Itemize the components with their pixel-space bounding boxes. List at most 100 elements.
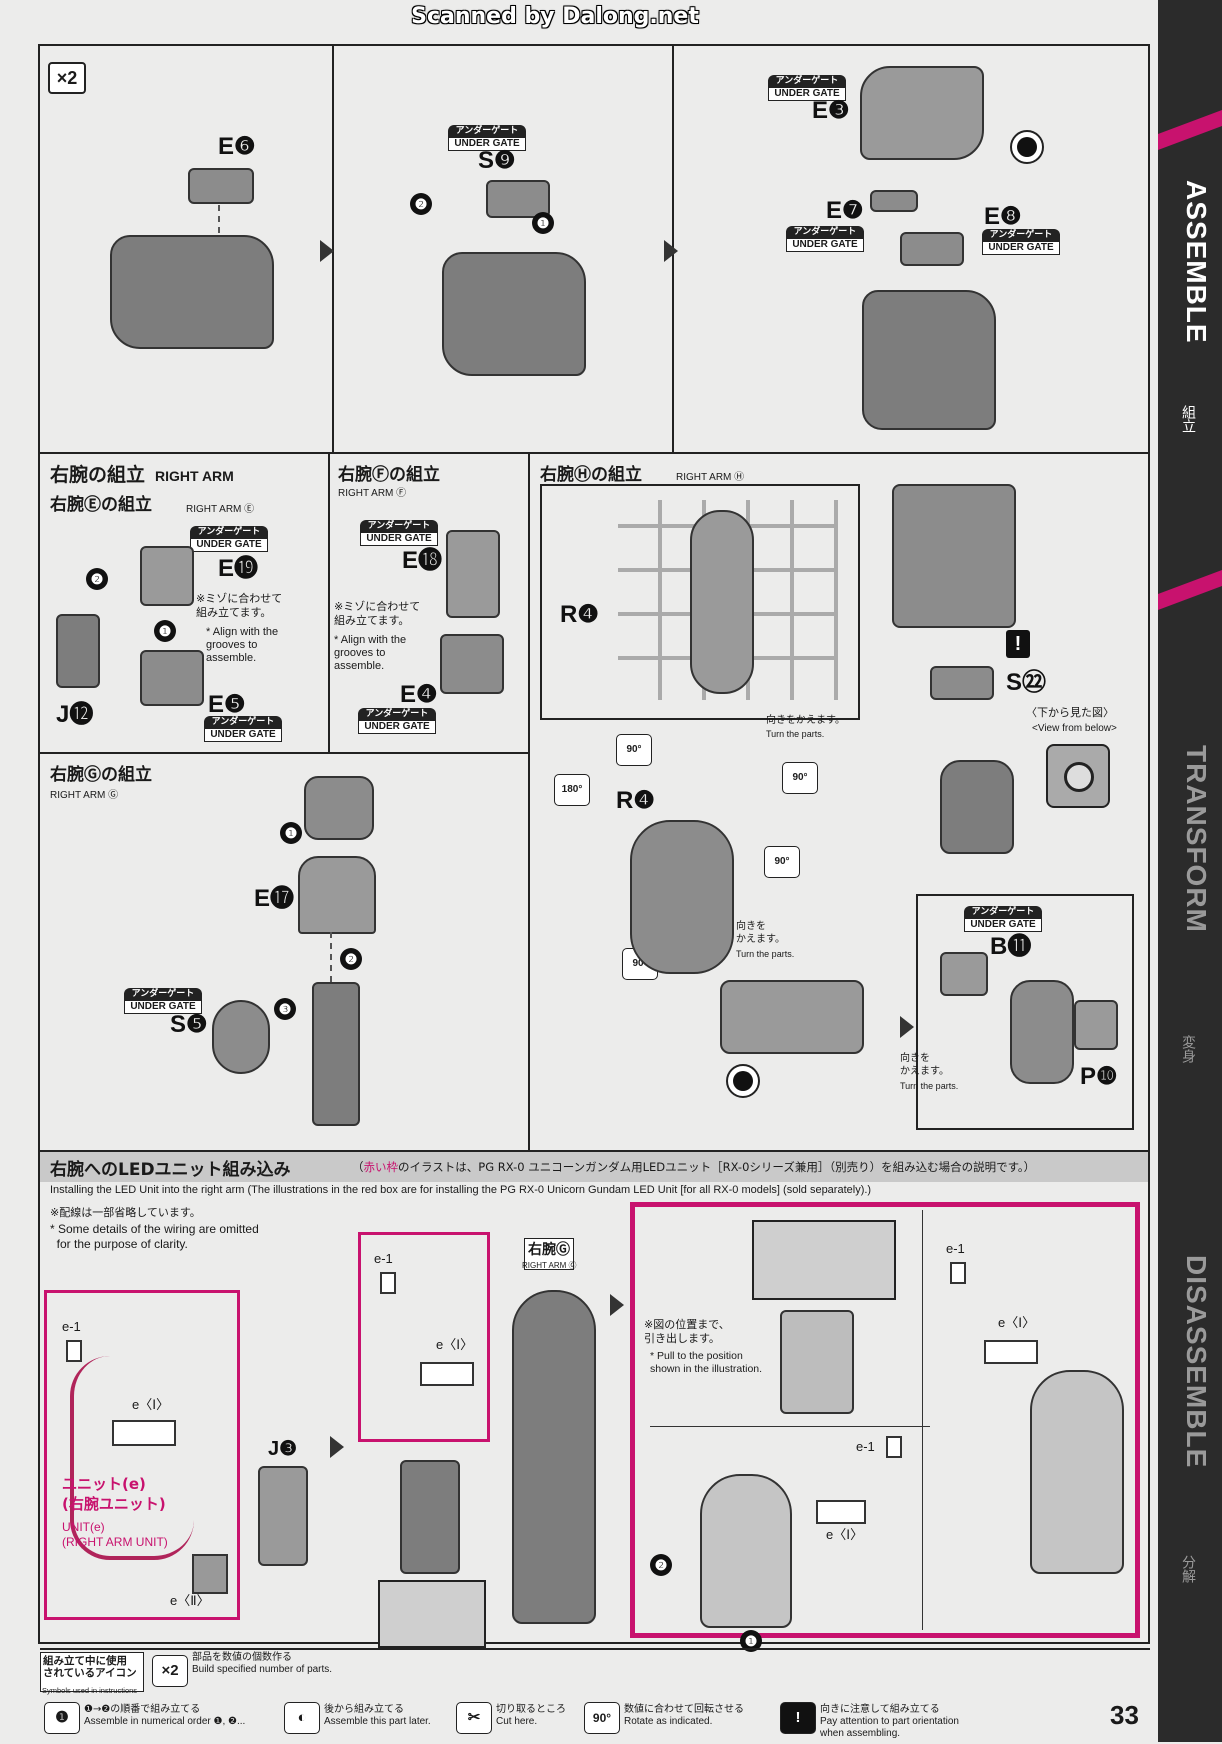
part-e6-label: E❻ bbox=[218, 133, 256, 160]
connector-detail-inset bbox=[752, 1220, 896, 1300]
sidebar-transform[interactable]: TRANSFORM bbox=[1181, 745, 1212, 933]
legend-header: 組み立て中に使用 されているアイコン bbox=[40, 1652, 144, 1692]
next-step-arrow-led bbox=[330, 1436, 344, 1458]
subsection-title-h: 右腕Ⓗの組立 bbox=[540, 465, 642, 485]
groove-note-f-en: * Align with the grooves to assemble. bbox=[334, 634, 407, 672]
multiplier-badge: ×2 bbox=[48, 62, 86, 94]
sidebar-transform-jp: 変身 bbox=[1180, 1035, 1196, 1063]
subsection-title-e-en: RIGHT ARM Ⓔ bbox=[186, 504, 255, 515]
step-2-marker-led: ❷ bbox=[650, 1554, 672, 1576]
led-section-sub-en: Installing the LED Unit into the right a… bbox=[50, 1184, 872, 1196]
divider-mid-1 bbox=[328, 452, 330, 752]
shoulder-block bbox=[110, 235, 274, 349]
part-r4-label-2: R❹ bbox=[616, 787, 655, 814]
led-board bbox=[192, 1554, 228, 1594]
section-sidebar bbox=[1158, 0, 1222, 1742]
divider-mid-h bbox=[38, 752, 530, 754]
step-1-marker: ❶ bbox=[532, 212, 554, 234]
attention-icon: ! bbox=[1006, 630, 1030, 658]
arm-g-tag-en: RIGHT ARM Ⓖ bbox=[522, 1261, 577, 1270]
turn-note-jp: 向きをかえます。 bbox=[766, 715, 845, 726]
hand-cover bbox=[892, 484, 1016, 628]
legend-header-en: Symbols used in instructions bbox=[42, 1686, 138, 1695]
next-step-arrow bbox=[320, 240, 334, 262]
connector-e1-label-3: e-1 bbox=[856, 1439, 875, 1454]
sidebar-assemble[interactable]: ASSEMBLE bbox=[1181, 180, 1212, 344]
step-3-marker-g: ❸ bbox=[274, 998, 296, 1020]
sidebar-assemble-jp: 組立 bbox=[1180, 405, 1196, 433]
turn-note-3-en: Turn the parts. bbox=[900, 1081, 959, 1091]
view-below-jp: 〈下から見た図〉 bbox=[1026, 706, 1114, 719]
part-e7 bbox=[870, 190, 918, 212]
part-s22-label: S㉒ bbox=[1006, 669, 1047, 696]
part-e3-label: E❸ bbox=[812, 97, 850, 124]
part-s22 bbox=[930, 666, 994, 700]
next-step-arrow-h bbox=[900, 1016, 914, 1038]
part-e4-label: E❹ bbox=[400, 681, 438, 708]
turn-note-3-jp: 向きを かえます。 bbox=[900, 1053, 949, 1077]
subsection-title-e: 右腕Ⓔの組立 bbox=[50, 495, 152, 515]
sidebar-disassemble-jp: 分解 bbox=[1180, 1555, 1196, 1583]
connector-eI-4 bbox=[984, 1340, 1038, 1364]
assemble-later-icon bbox=[1010, 130, 1044, 164]
sidebar-disassemble[interactable]: DISASSEMBLE bbox=[1181, 1255, 1212, 1469]
rotate-90-icon: 90° bbox=[616, 734, 652, 766]
hand-frame-on-runner bbox=[690, 510, 754, 694]
forearm-sliding bbox=[780, 1310, 854, 1414]
part-j3 bbox=[258, 1466, 308, 1566]
part-e8 bbox=[900, 232, 964, 266]
unit-e-label-jp: ユニット(e) (右腕ユニット) bbox=[62, 1475, 166, 1513]
part-e4 bbox=[440, 634, 504, 694]
connector-e1-label: e-1 bbox=[62, 1319, 81, 1334]
unit-e-box bbox=[44, 1290, 240, 1620]
hand-assembled bbox=[1010, 980, 1074, 1084]
connector-e1-3 bbox=[886, 1436, 902, 1458]
connector-eI-label-3: e〈Ⅰ〉 bbox=[826, 1527, 864, 1542]
part-b11-label: B⓫ bbox=[990, 933, 1032, 960]
groove-note-en: * Align with the grooves to assemble. bbox=[206, 626, 279, 664]
forearm-led bbox=[700, 1474, 792, 1628]
hand-joint bbox=[940, 760, 1014, 854]
part-e17 bbox=[298, 856, 376, 934]
part-e19-label: E⓳ bbox=[218, 555, 259, 582]
legend-rotate-icon: 90° bbox=[584, 1702, 620, 1734]
assembly-guide-g bbox=[330, 932, 332, 982]
turn-note-en: Turn the parts. bbox=[766, 729, 825, 739]
legend-attention-icon: ! bbox=[780, 1702, 816, 1734]
forearm-assembly bbox=[512, 1290, 596, 1624]
forearm-final bbox=[1030, 1370, 1124, 1574]
shoulder-block-2 bbox=[442, 252, 586, 376]
connector-e1 bbox=[66, 1340, 82, 1362]
forearm-frame-2 bbox=[400, 1460, 460, 1574]
runner-box bbox=[540, 484, 860, 720]
connector-eI-label-4: e〈Ⅰ〉 bbox=[998, 1315, 1036, 1330]
detail-inset bbox=[378, 1580, 486, 1648]
fingers-assembly bbox=[720, 980, 864, 1054]
part-r4-label: R❹ bbox=[560, 601, 599, 628]
groove-note-f-jp: ※ミゾに合わせて 組み立てます。 bbox=[334, 600, 421, 627]
divider-mid-2 bbox=[528, 452, 530, 1152]
part-e18 bbox=[446, 530, 500, 618]
legend-divider bbox=[40, 1648, 1150, 1650]
scan-banner: Scanned by Dalong.net bbox=[411, 4, 699, 29]
part-s9-label: S❾ bbox=[478, 147, 516, 174]
connector-eI-label: e〈Ⅰ〉 bbox=[132, 1397, 170, 1412]
subsection-title-g-en: RIGHT ARM Ⓖ bbox=[50, 790, 119, 801]
led-wire bbox=[70, 1356, 194, 1560]
connector-eI-2 bbox=[420, 1362, 474, 1386]
subsection-title-h-en: RIGHT ARM Ⓗ bbox=[676, 472, 745, 483]
part-p10-label: P❿ bbox=[1080, 1063, 1118, 1090]
arm-g-tag: 右腕Ⓖ bbox=[524, 1238, 574, 1270]
wiring-omit-jp: ※配線は一部省略しています。 bbox=[50, 1206, 201, 1219]
legend-cut-icon: ✂ bbox=[456, 1702, 492, 1734]
divider-led bbox=[38, 1150, 1150, 1152]
part-j3-label: J❸ bbox=[268, 1438, 298, 1460]
